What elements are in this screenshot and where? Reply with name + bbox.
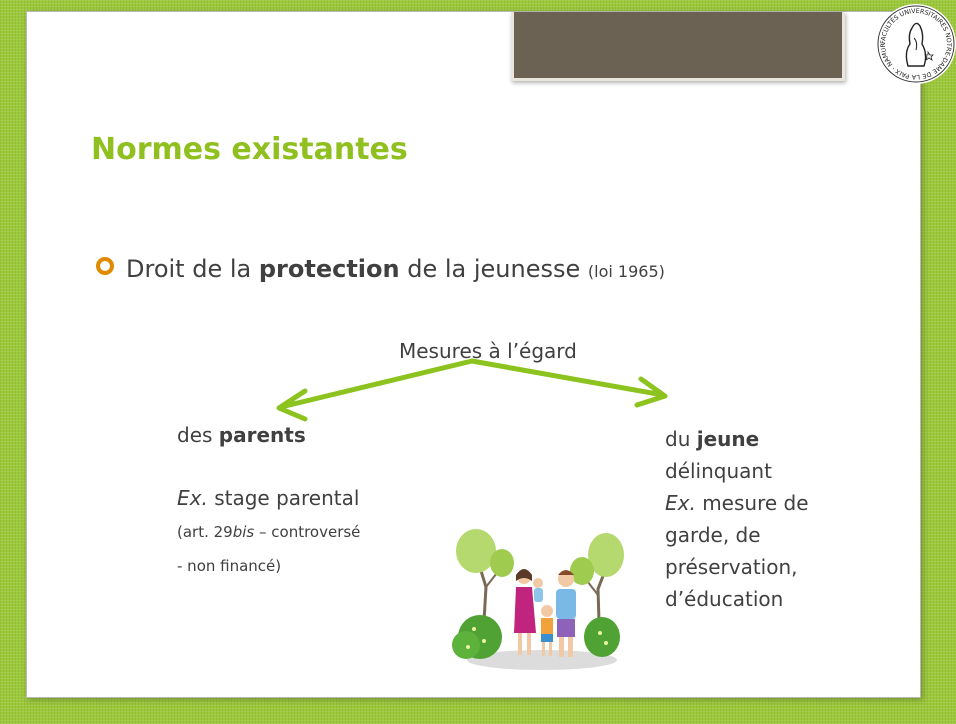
family-illustration — [452, 529, 624, 670]
bullet-item: Droit de la protection de la jeunesse (l… — [96, 255, 665, 283]
left-reference: (art. 29bis – controversé — [177, 515, 360, 549]
left-column: des parents Ex. stage parental (art. 29b… — [177, 423, 360, 583]
right-line-2: délinquant — [665, 459, 772, 483]
center-label: Mesures à l’égard — [399, 339, 577, 363]
left-example-text: stage parental — [207, 486, 360, 510]
left-heading-bold: parents — [218, 423, 306, 447]
left-ref-italic: bis — [232, 523, 255, 541]
right-column: du jeune délinquant Ex. mesure de garde,… — [665, 423, 809, 615]
right-example: Ex. mesure de — [665, 487, 809, 519]
slide-title: Normes existantes — [91, 132, 408, 167]
bullet-law-ref: (loi 1965) — [587, 262, 665, 281]
right-line-6: d’éducation — [665, 587, 784, 611]
bullet-text-bold: protection — [258, 255, 400, 283]
university-seal-icon: FACULTÉS UNIVERSITAIRES NOTRE-DAME DE LA… — [876, 4, 956, 84]
bullet-ring-icon — [96, 257, 114, 275]
left-example-italic: Ex. — [177, 486, 208, 510]
bullet-text-post: de la jeunesse — [399, 255, 588, 283]
right-line-5: préservation, — [665, 555, 798, 579]
right-heading-bold: jeune — [696, 427, 760, 451]
slide: Normes existantes Droit de la protection… — [26, 11, 921, 698]
left-example: Ex. stage parental — [177, 481, 360, 515]
right-heading-pre: du — [665, 427, 697, 451]
bullet-text-pre: Droit de la — [126, 255, 259, 283]
left-ref-pre: (art. 29 — [177, 523, 233, 541]
right-example-text: mesure de — [695, 491, 809, 515]
left-heading-pre: des — [177, 423, 219, 447]
left-reference-2: - non financé) — [177, 557, 282, 575]
right-heading: du jeune — [665, 423, 809, 455]
left-ref-post: – controversé — [254, 523, 361, 541]
double-arrow-icon — [276, 358, 668, 422]
left-heading: des parents — [177, 423, 360, 447]
header-tab — [511, 12, 845, 81]
right-example-italic: Ex. — [665, 491, 696, 515]
right-line-4: garde, de — [665, 523, 761, 547]
